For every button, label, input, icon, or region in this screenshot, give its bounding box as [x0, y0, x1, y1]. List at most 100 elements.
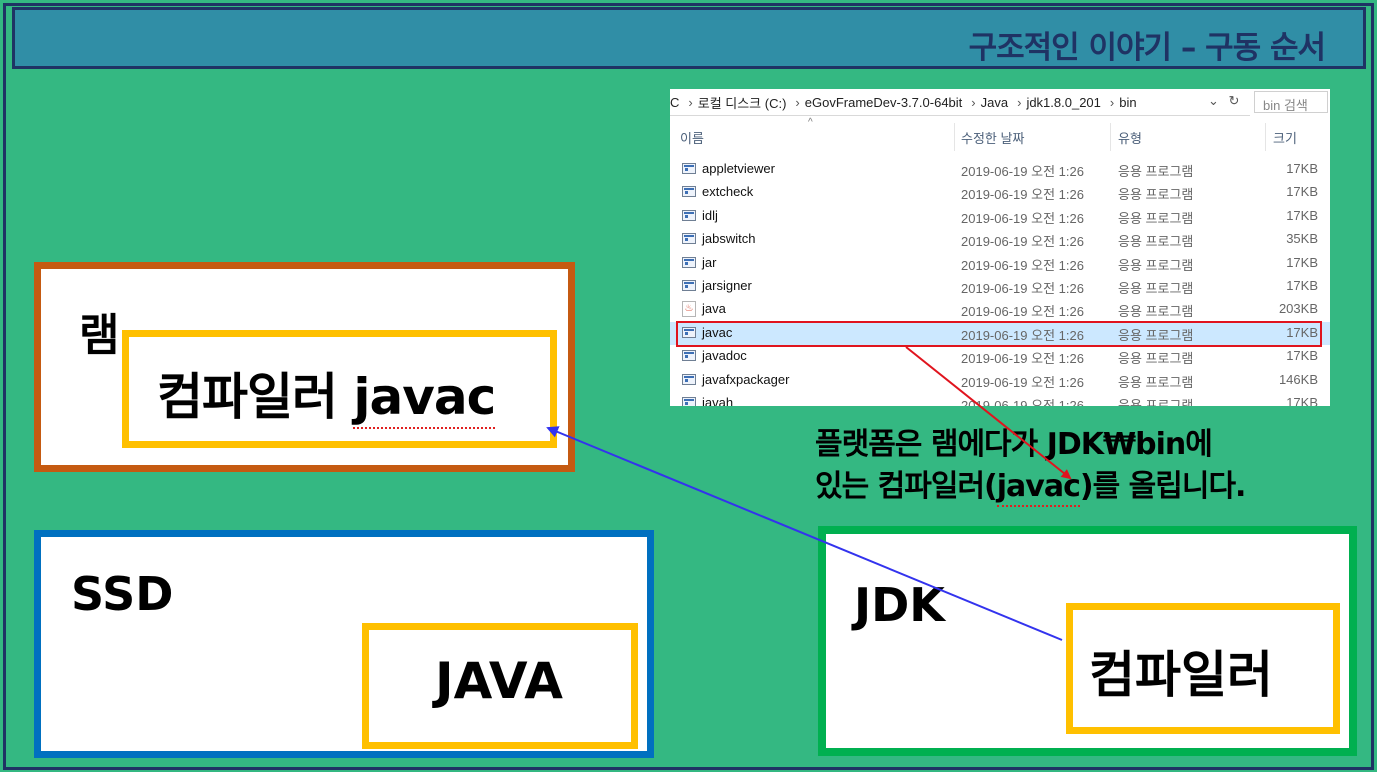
- slide-frame: [3, 3, 1374, 770]
- column-size[interactable]: 크기: [1273, 131, 1297, 146]
- column-name[interactable]: 이름: [680, 131, 704, 146]
- note-line-2-suffix: )를 올립니다.: [1079, 469, 1247, 504]
- file-name: jarsigner: [702, 278, 752, 293]
- note-line-2: 있는 컴파일러(javac)를 올립니다.: [815, 466, 1247, 508]
- file-name: javafxpackager: [702, 371, 790, 387]
- breadcrumb-5[interactable]: bin: [1119, 94, 1137, 110]
- refresh-icon[interactable]: ↻: [1228, 93, 1240, 108]
- column-divider[interactable]: [954, 123, 955, 151]
- file-date: 2019-06-19 오전 1:26: [961, 281, 1084, 296]
- file-date: 2019-06-19 오전 1:26: [961, 257, 1084, 273]
- jdk-compiler-box: 컴파일러: [1066, 603, 1340, 734]
- file-name: javadoc: [702, 348, 747, 364]
- application-icon: [682, 350, 696, 362]
- blue-arrow: [546, 426, 1063, 641]
- file-date: 2019-06-19 오전 1:26: [961, 304, 1084, 320]
- column-divider[interactable]: [1110, 123, 1111, 151]
- file-type: 응용 프로그램: [1118, 374, 1194, 390]
- jdk-compiler-text: 컴파일러: [1089, 646, 1273, 704]
- chevron-right-icon: ›: [688, 94, 693, 110]
- chevron-right-icon: ›: [971, 94, 976, 110]
- file-size: 17KB: [1286, 161, 1318, 176]
- column-date[interactable]: 수정한 날짜: [961, 131, 1025, 146]
- chevron-right-icon: ›: [795, 94, 800, 110]
- application-icon: [682, 397, 696, 406]
- address-bar[interactable]: C › 로컬 디스크 (C:) › eGovFrameDev-3.7.0-64b…: [670, 89, 1250, 116]
- note-line-2-prefix: 있는 컴파일러(: [815, 469, 998, 504]
- column-type[interactable]: 유형: [1118, 131, 1142, 146]
- column-divider[interactable]: [1265, 123, 1266, 151]
- file-name: javah: [702, 395, 734, 406]
- breadcrumb-0[interactable]: C: [670, 94, 680, 110]
- file-size: 35KB: [1286, 231, 1318, 247]
- search-input[interactable]: bin 검색: [1254, 91, 1328, 113]
- java-app-icon: ♨: [682, 301, 696, 318]
- file-date: 2019-06-19 오전 1:26: [961, 187, 1084, 203]
- file-type: 응용 프로그램: [1118, 351, 1194, 367]
- application-icon: [682, 326, 696, 338]
- file-type: 응용 프로그램: [1118, 164, 1194, 179]
- file-type: 응용 프로그램: [1118, 398, 1194, 406]
- file-type: 응용 프로그램: [1118, 187, 1194, 203]
- javac-highlight-box: [676, 321, 1322, 347]
- file-date: 2019-06-19 오전 1:26: [961, 210, 1084, 226]
- file-name: appletviewer: [702, 161, 775, 176]
- jdk-label: JDK: [854, 578, 945, 632]
- file-explorer-screenshot: C › 로컬 디스크 (C:) › eGovFrameDev-3.7.0-64b…: [670, 89, 1330, 406]
- table-row[interactable]: extcheck 2019-06-19 오전 1:26 응용 프로그램 17KB: [670, 181, 1330, 204]
- table-row[interactable]: javac 2019-06-19 오전 1:26 응용 프로그램 17KB: [670, 321, 1330, 345]
- file-size: 17KB: [1286, 348, 1318, 364]
- file-name: java: [702, 301, 726, 317]
- ssd-java-box: JAVA: [362, 623, 638, 749]
- file-size: 17KB: [1286, 254, 1318, 270]
- ram-box: 램 컴파일러 javac: [34, 262, 575, 472]
- file-name: extcheck: [702, 184, 754, 200]
- title-bar: 구조적인 이야기 – 구동 순서: [12, 7, 1366, 69]
- table-row[interactable]: appletviewer 2019-06-19 오전 1:26 응용 프로그램 17K…: [670, 158, 1330, 181]
- application-icon: [682, 373, 696, 385]
- application-icon: [682, 256, 696, 268]
- chevron-right-icon: ›: [1017, 94, 1022, 110]
- breadcrumb-2[interactable]: eGovFrameDev-3.7.0-64bit: [804, 94, 963, 110]
- file-name: javac: [702, 324, 733, 340]
- ssd-label: SSD: [71, 567, 174, 621]
- file-size: 17KB: [1286, 278, 1318, 293]
- file-size: 17KB: [1286, 184, 1318, 200]
- explanation-note: 플랫폼은 램에다가 JDK₩bin에 있는 컴파일러(javac)를 올립니다.: [815, 424, 1247, 508]
- slide-title: 구조적인 이야기 – 구동 순서: [968, 30, 1326, 66]
- red-arrow: [905, 346, 1072, 480]
- breadcrumb-3[interactable]: Java: [980, 94, 1009, 110]
- file-date: 2019-06-19 오전 1:26: [961, 327, 1084, 343]
- file-date: 2019-06-19 오전 1:26: [961, 234, 1084, 250]
- table-row[interactable]: javadoc 2019-06-19 오전 1:26 응용 프로그램 17KB: [670, 345, 1330, 368]
- file-type: 응용 프로그램: [1118, 327, 1194, 343]
- address-tools: ⌄ ↻: [1208, 93, 1239, 109]
- file-size: 17KB: [1286, 395, 1318, 406]
- breadcrumb-4[interactable]: jdk1.8.0_201: [1026, 94, 1101, 110]
- jdk-box: JDK 컴파일러: [818, 526, 1357, 756]
- breadcrumb-1[interactable]: 로컬 디스크 (C:): [697, 95, 787, 111]
- ram-compiler-text: 컴파일러 javac: [157, 357, 496, 429]
- file-date: 2019-06-19 오전 1:26: [961, 398, 1084, 406]
- file-date: 2019-06-19 오전 1:26: [961, 351, 1084, 367]
- file-type: 응용 프로그램: [1118, 210, 1194, 226]
- table-row[interactable]: javah 2019-06-19 오전 1:26 응용 프로그램 17KB: [670, 392, 1330, 406]
- file-size: 17KB: [1286, 324, 1318, 340]
- application-icon: [682, 209, 696, 221]
- chevron-down-icon[interactable]: ⌄: [1208, 93, 1219, 108]
- ram-compiler-word: javac: [353, 368, 496, 429]
- file-size: 146KB: [1278, 371, 1318, 387]
- ssd-java-text: JAVA: [435, 652, 563, 710]
- file-date: 2019-06-19 오전 1:26: [961, 164, 1084, 179]
- ram-compiler-box: 컴파일러 javac: [122, 330, 557, 448]
- application-icon: [682, 280, 696, 291]
- file-name: idlj: [702, 207, 718, 223]
- file-type: 응용 프로그램: [1118, 234, 1194, 250]
